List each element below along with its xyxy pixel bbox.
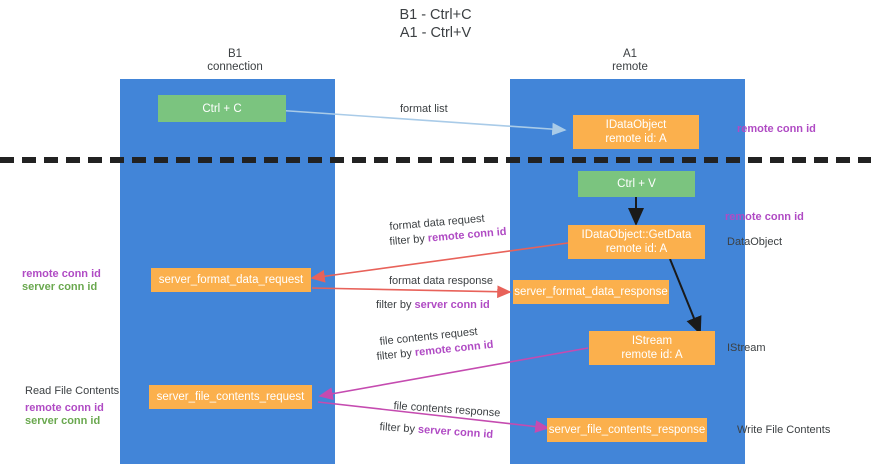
node-idataobject-getdata[interactable]: IDataObject::GetData remote id: A <box>568 225 705 259</box>
edge-label-format-data-response: format data response <box>389 275 493 287</box>
node-server-file-contents-request-label: server_file_contents_request <box>156 391 305 403</box>
annotation-write-file-contents: Write File Contents <box>737 424 831 436</box>
node-server-file-contents-request[interactable]: server_file_contents_request <box>149 385 312 409</box>
filter-by-text: filter by <box>376 347 413 363</box>
annotation-remote-conn-id-top: remote conn id <box>737 123 816 135</box>
annotation-left-remote-conn-id-bottom: remote conn id <box>25 402 104 414</box>
annotation-read-file-contents: Read File Contents <box>25 385 120 397</box>
column-a1-role: remote <box>612 61 648 73</box>
node-idataobject-line1: IDataObject <box>605 119 667 131</box>
title-line-1: B1 - Ctrl+C <box>399 7 472 23</box>
annotation-remote-conn-id-mid: remote conn id <box>725 211 804 223</box>
section-divider <box>0 157 871 163</box>
node-getdata-line2: remote id: A <box>605 243 668 255</box>
node-server-file-contents-response[interactable]: server_file_contents_response <box>547 418 707 442</box>
node-idataobject-line2: remote id: A <box>605 133 667 145</box>
column-b1-name: B1 <box>227 48 243 60</box>
arrow-format-data-response <box>311 285 512 299</box>
edge-label-file-contents-response-filter: filter by server conn id <box>379 421 493 442</box>
edge-label-format-data-response-filter: filter by server conn id <box>376 299 490 312</box>
node-idataobject[interactable]: IDataObject remote id: A <box>573 115 699 149</box>
column-b1-role: connection <box>207 61 263 73</box>
node-istream-line2: remote id: A <box>621 349 683 361</box>
server-conn-id-text: server conn id <box>414 299 490 311</box>
node-ctrl-c-label: Ctrl + C <box>202 102 242 115</box>
node-ctrl-c[interactable]: Ctrl + C <box>158 95 286 122</box>
node-server-file-contents-response-label: server_file_contents_response <box>548 424 706 436</box>
node-server-format-data-request[interactable]: server_format_data_request <box>151 268 311 292</box>
annotation-istream: IStream <box>727 342 766 354</box>
annotation-left-remote-conn-id-mid: remote conn id <box>22 268 101 280</box>
node-istream[interactable]: IStream remote id: A <box>589 331 715 365</box>
filter-by-text: filter by <box>379 421 416 436</box>
filter-by-text: filter by <box>376 299 412 311</box>
page-title: B1 - Ctrl+C A1 - Ctrl+V <box>0 6 871 42</box>
column-header-a1: A1 remote <box>545 48 715 74</box>
title-line-2: A1 - Ctrl+V <box>399 25 472 41</box>
node-server-format-data-response[interactable]: server_format_data_response <box>513 280 669 304</box>
edge-label-file-contents-response: file contents response <box>393 400 501 420</box>
column-a1-name: A1 <box>622 48 638 60</box>
filter-by-text: filter by <box>389 232 426 248</box>
column-header-b1: B1 connection <box>150 48 320 74</box>
annotation-dataobject: DataObject <box>727 236 783 248</box>
node-getdata-line1: IDataObject::GetData <box>581 229 692 241</box>
server-conn-id-text: server conn id <box>417 423 494 441</box>
node-ctrl-v[interactable]: Ctrl + V <box>578 171 695 197</box>
annotation-left-server-conn-id-bottom: server conn id <box>25 415 101 427</box>
annotation-left-server-conn-id-mid: server conn id <box>22 281 98 293</box>
edge-label-format-list: format list <box>400 103 448 115</box>
node-server-format-data-response-label: server_format_data_response <box>514 286 668 298</box>
node-server-format-data-request-label: server_format_data_request <box>158 274 304 286</box>
node-ctrl-v-label: Ctrl + V <box>617 178 656 190</box>
node-istream-line1: IStream <box>631 335 673 347</box>
